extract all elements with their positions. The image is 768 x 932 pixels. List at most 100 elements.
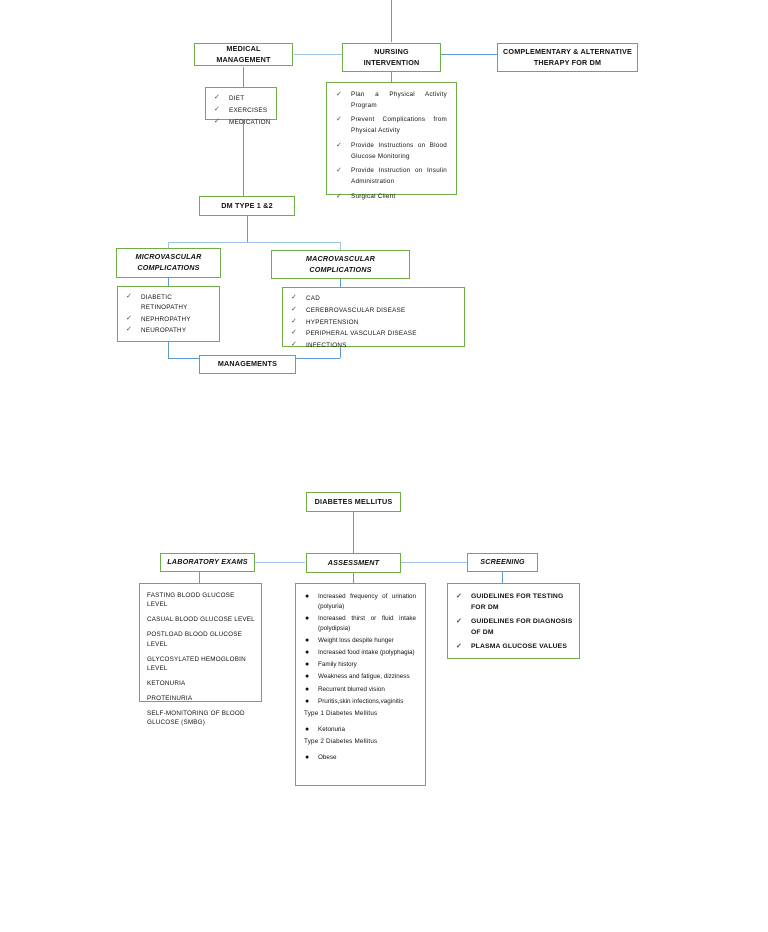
laboratory-exams-title: LABORATORY EXAMS <box>167 557 248 567</box>
bullet-icon: ● <box>305 685 310 693</box>
bullet-icon: ● <box>305 649 310 657</box>
connector-lab-down <box>199 572 200 583</box>
dm-type-title: DM TYPE 1 &2 <box>221 200 273 210</box>
medical-management-items: ✓DIET ✓EXERCISES ✓MEDICATION <box>214 94 270 127</box>
assessment-type2-items: ●Obese <box>304 753 416 763</box>
complementary-therapy-title-line2: THERAPY FOR DM <box>533 57 602 67</box>
connector-micro-to-managements <box>168 358 199 359</box>
connector-macrovascular-down <box>340 279 341 287</box>
box-medical-management-list: ✓DIET ✓EXERCISES ✓MEDICATION <box>205 87 277 126</box>
check-icon: ✓ <box>336 141 343 149</box>
list-item: ✓NEUROPATHY <box>126 326 187 335</box>
nursing-intervention-title-line2: INTERVENTION <box>363 57 420 67</box>
nursing-intervention-items: ✓Plan a Physical Activity Program ✓Preve… <box>336 90 447 202</box>
diabetes-mellitus-title: DIABETES MELLITUS <box>314 496 393 506</box>
connector-nursing-to-complementary <box>441 54 497 55</box>
box-nursing-intervention[interactable]: NURSING INTERVENTION <box>342 43 441 72</box>
list-item: ✓DIABETIC RETINOPATHY <box>126 293 188 311</box>
check-icon: ✓ <box>291 341 298 348</box>
screening-title: SCREENING <box>480 557 525 567</box>
list-item: FASTING BLOOD GLUCOSE LEVEL <box>147 592 235 609</box>
list-item: POSTLOAD BLOOD GLUCOSE LEVEL <box>147 631 243 648</box>
list-item: ●Weakness and fatigue, dizziness <box>305 673 410 681</box>
assessment-items: ●Increased frequency of urination (polyu… <box>304 592 416 707</box>
nursing-intervention-title-line1: NURSING <box>374 46 409 56</box>
box-complementary-therapy[interactable]: COMPLEMENTARY & ALTERNATIVE THERAPY FOR … <box>497 43 638 72</box>
list-item: ✓MEDICATION <box>214 117 271 126</box>
connector-assessment-to-screening <box>401 562 467 563</box>
check-icon: ✓ <box>336 167 343 175</box>
box-screening-list: ✓GUIDELINES FOR TESTING FOR DM ✓GUIDELIN… <box>447 583 580 659</box>
connector-to-macrovascular <box>340 242 341 250</box>
list-item: ●Recurrent blurred vision <box>305 685 385 693</box>
list-item: ●Increased frequency of urination (polyu… <box>305 593 416 611</box>
assessment-type1-items: ●Ketonuria <box>304 725 416 735</box>
list-item: ✓Prevent Complications from Physical Act… <box>336 116 447 135</box>
box-laboratory-exams-list: FASTING BLOOD GLUCOSE LEVEL CASUAL BLOOD… <box>139 583 262 726</box>
bullet-icon: ● <box>305 661 310 669</box>
list-item: ✓Plan a Physical Activity Program <box>336 91 447 109</box>
microvascular-items: ✓DIABETIC RETINOPATHY ✓NEPHROPATHY ✓NEUR… <box>126 293 213 336</box>
list-item: ✓CAD <box>291 294 321 302</box>
connector-medical-list-to-dmtype <box>243 120 244 196</box>
list-item: ✓NEPHROPATHY <box>126 314 191 323</box>
box-screening[interactable]: SCREENING <box>467 553 538 572</box>
box-nursing-intervention-list: ✓Plan a Physical Activity Program ✓Preve… <box>326 82 457 200</box>
box-microvascular-list: ✓DIABETIC RETINOPATHY ✓NEPHROPATHY ✓NEUR… <box>117 286 220 342</box>
list-item: ✓GUIDELINES FOR TESTING FOR DM <box>456 593 564 611</box>
list-item: ✓GUIDELINES FOR DIAGNOSIS OF DM <box>456 617 573 636</box>
bullet-icon: ● <box>305 725 310 733</box>
check-icon: ✓ <box>126 326 133 334</box>
check-icon: ✓ <box>336 192 343 200</box>
connector-dm-down <box>353 512 354 553</box>
list-item: ✓PLASMA GLUCOSE VALUES <box>456 642 573 653</box>
list-item: ●Ketonuria <box>305 725 345 733</box>
box-managements[interactable]: MANAGEMENTS <box>199 355 296 374</box>
connector-dmtype-down <box>247 216 248 242</box>
laboratory-exams-items: FASTING BLOOD GLUCOSE LEVEL CASUAL BLOOD… <box>147 591 255 727</box>
list-item: ●Obese <box>305 753 337 761</box>
list-item: ✓DIET <box>214 94 245 102</box>
connector-assessment-down <box>353 573 354 583</box>
box-laboratory-exams[interactable]: LABORATORY EXAMS <box>160 553 255 572</box>
check-icon: ✓ <box>336 91 343 98</box>
check-icon: ✓ <box>456 593 463 600</box>
connector-medical-to-nursing <box>294 54 342 55</box>
list-item: SELF-MONITORING OF BLOOD GLUCOSE (SMBG) <box>147 710 245 727</box>
list-item: ✓INFECTIONS <box>291 341 347 349</box>
box-assessment[interactable]: ASSESSMENT <box>306 553 401 573</box>
bullet-icon: ● <box>305 753 310 761</box>
box-dm-type[interactable]: DM TYPE 1 &2 <box>199 196 295 216</box>
list-item: ✓PERIPHERAL VASCULAR DISEASE <box>291 329 417 338</box>
complementary-therapy-title-line1: COMPLEMENTARY & ALTERNATIVE <box>503 46 632 56</box>
connector-microvascular-down <box>168 278 169 286</box>
box-diabetes-mellitus[interactable]: DIABETES MELLITUS <box>306 492 401 512</box>
connector-lab-to-assessment <box>253 562 305 563</box>
connector-medical-down <box>243 67 244 87</box>
check-icon: ✓ <box>291 329 298 337</box>
connector-screening-down <box>502 572 503 583</box>
list-item: KETONURIA <box>147 679 186 687</box>
box-medical-management[interactable]: MEDICAL MANAGEMENT <box>194 43 293 66</box>
bullet-icon: ● <box>305 637 310 645</box>
connector-macro-to-managements <box>296 358 340 359</box>
check-icon: ✓ <box>126 293 133 300</box>
macrovascular-title: MACROVASCULAR COMPLICATIONS <box>305 253 376 274</box>
list-item: ✓Surgical Client <box>336 192 447 203</box>
connector-dmtype-split <box>168 242 340 243</box>
check-icon: ✓ <box>456 617 463 625</box>
check-icon: ✓ <box>214 117 221 125</box>
assessment-type2-heading: Type 2 Diabetes Mellitus <box>304 737 378 745</box>
connector-nursing-down <box>391 72 392 82</box>
box-microvascular-complications[interactable]: MICROVASCULAR COMPLICATIONS <box>116 248 221 278</box>
list-item: ●Pruritis,skin infections,vaginitis <box>305 697 404 705</box>
assessment-type1-heading: Type 1 Diabetes Mellitus <box>304 709 378 717</box>
check-icon: ✓ <box>291 317 298 325</box>
list-item: ✓Provide Instruction on Insulin Administ… <box>336 167 447 185</box>
list-item: ✓HYPERTENSION <box>291 317 359 326</box>
box-macrovascular-complications[interactable]: MACROVASCULAR COMPLICATIONS <box>271 250 410 279</box>
list-item: ✓Provide Instructions on Blood Glucose M… <box>336 141 447 160</box>
screening-items: ✓GUIDELINES FOR TESTING FOR DM ✓GUIDELIN… <box>456 592 573 652</box>
medical-management-title: MEDICAL MANAGEMENT <box>216 43 271 64</box>
